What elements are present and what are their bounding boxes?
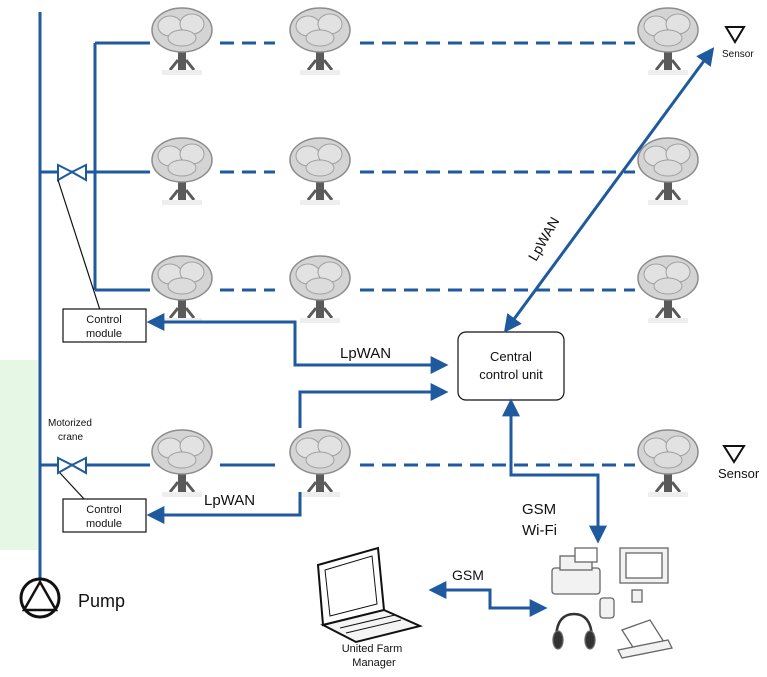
svg-text:Sensor: Sensor: [722, 49, 754, 60]
tree-icon: [636, 6, 700, 77]
devices-icon: [551, 547, 673, 659]
manager-label-2: Manager: [352, 657, 396, 669]
svg-text:Sensor: Sensor: [718, 466, 760, 481]
tree-icon: [150, 6, 214, 77]
sensor-triangle-icon: [724, 26, 746, 44]
background-accent: [0, 360, 38, 550]
tree-icon: [150, 428, 214, 499]
tree-icon: [636, 428, 700, 499]
tree-icon: [636, 136, 700, 207]
tree-icon: [288, 6, 352, 77]
svg-text:Control: Control: [86, 504, 121, 516]
lpwan-bottom-label: LpWAN: [204, 492, 255, 509]
svg-text:Central: Central: [490, 349, 532, 364]
svg-text:LpWAN: LpWAN: [525, 214, 563, 263]
motorized-crane-label: Motorized: [48, 418, 92, 429]
motorized-crane-label-2: crane: [58, 432, 83, 443]
svg-text:module: module: [86, 328, 122, 340]
tree-icon: [288, 254, 352, 325]
lpwan-center-label: LpWAN: [340, 345, 391, 362]
gsm-wifi-link: [502, 398, 607, 544]
tree-icon: [150, 254, 214, 325]
manager-label: United Farm: [342, 643, 403, 655]
valve-icon: [57, 163, 87, 182]
central-control-unit: Central control unit: [457, 331, 565, 401]
laptop-icon: [316, 546, 424, 644]
svg-text:Control: Control: [86, 314, 121, 326]
lpwan-bottom-link: [146, 492, 302, 524]
valve-icon: [57, 456, 87, 475]
tree-icon: [150, 136, 214, 207]
tree-icon: [288, 428, 352, 499]
sensor-top: Sensor: [722, 26, 754, 60]
gsm-bottom-label: GSM: [452, 567, 484, 583]
pump-icon: [19, 577, 61, 619]
control-module-top: Control module: [57, 179, 147, 343]
sensor-mid: Sensor: [718, 445, 760, 481]
lpwan-center-link: [146, 313, 449, 428]
gsm-label: GSM: [522, 501, 556, 518]
svg-text:module: module: [86, 518, 122, 530]
svg-text:control unit: control unit: [479, 367, 543, 382]
pump-label: Pump: [78, 591, 125, 611]
sensor-triangle-icon: [722, 445, 746, 464]
gsm-bottom-link: [428, 581, 548, 617]
wifi-label: Wi-Fi: [522, 522, 557, 539]
tree-icon: [636, 254, 700, 325]
tree-icon: [288, 136, 352, 207]
control-module-bottom: Control module: [59, 472, 147, 533]
